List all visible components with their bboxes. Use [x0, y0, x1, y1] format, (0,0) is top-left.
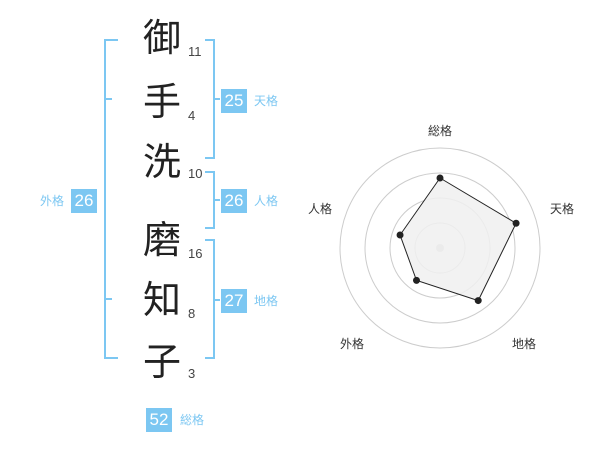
- jinkaku-label: 人格: [254, 194, 279, 208]
- soukaku-label: 総格: [180, 413, 205, 427]
- soukaku-value: 52: [146, 408, 172, 432]
- radar-point-3: [474, 297, 482, 305]
- radar-series-area: [399, 177, 517, 302]
- gaikaku-bracket: [104, 39, 118, 359]
- name-char-5: 知: [142, 278, 181, 322]
- radar-ring: [339, 147, 541, 349]
- radar-axis-label-jinkaku: 人格: [307, 202, 332, 216]
- tenkaku-label: 天格: [254, 94, 279, 108]
- radar-point-4: [412, 276, 420, 284]
- stroke-count-4: 16: [188, 246, 203, 261]
- stroke-count-2: 4: [188, 108, 196, 123]
- radar-axis-label-gaikaku: 外格: [339, 337, 364, 351]
- name-char-4: 磨: [142, 218, 181, 262]
- chikaku-value: 27: [221, 289, 247, 313]
- jinkaku-value: 26: [221, 189, 247, 213]
- radar-axis-label-soukaku: 総格: [427, 124, 452, 138]
- name-char-3: 洗: [142, 140, 181, 184]
- name-char-6: 子: [142, 340, 181, 384]
- stroke-count-3: 10: [188, 166, 203, 181]
- radar-axis-label-tenkaku: 天格: [549, 202, 574, 216]
- radar-point-5: [396, 231, 404, 239]
- radar-ring: [364, 172, 516, 324]
- gaikaku-label: 外格: [40, 194, 65, 208]
- stroke-count-5: 8: [188, 306, 196, 321]
- chikaku-label: 地格: [254, 294, 279, 308]
- tenkaku-value: 25: [221, 89, 247, 113]
- stroke-count-1: 11: [188, 44, 202, 59]
- radar-points: [396, 174, 520, 305]
- radar-point-1: [436, 174, 444, 182]
- gaikaku-value: 26: [71, 189, 97, 213]
- name-char-1: 御: [142, 16, 181, 60]
- radar-point-2: [512, 219, 520, 227]
- stroke-count-6: 3: [188, 366, 196, 381]
- name-char-2: 手: [142, 80, 181, 124]
- radar-axis-label-chikaku: 地格: [511, 337, 536, 351]
